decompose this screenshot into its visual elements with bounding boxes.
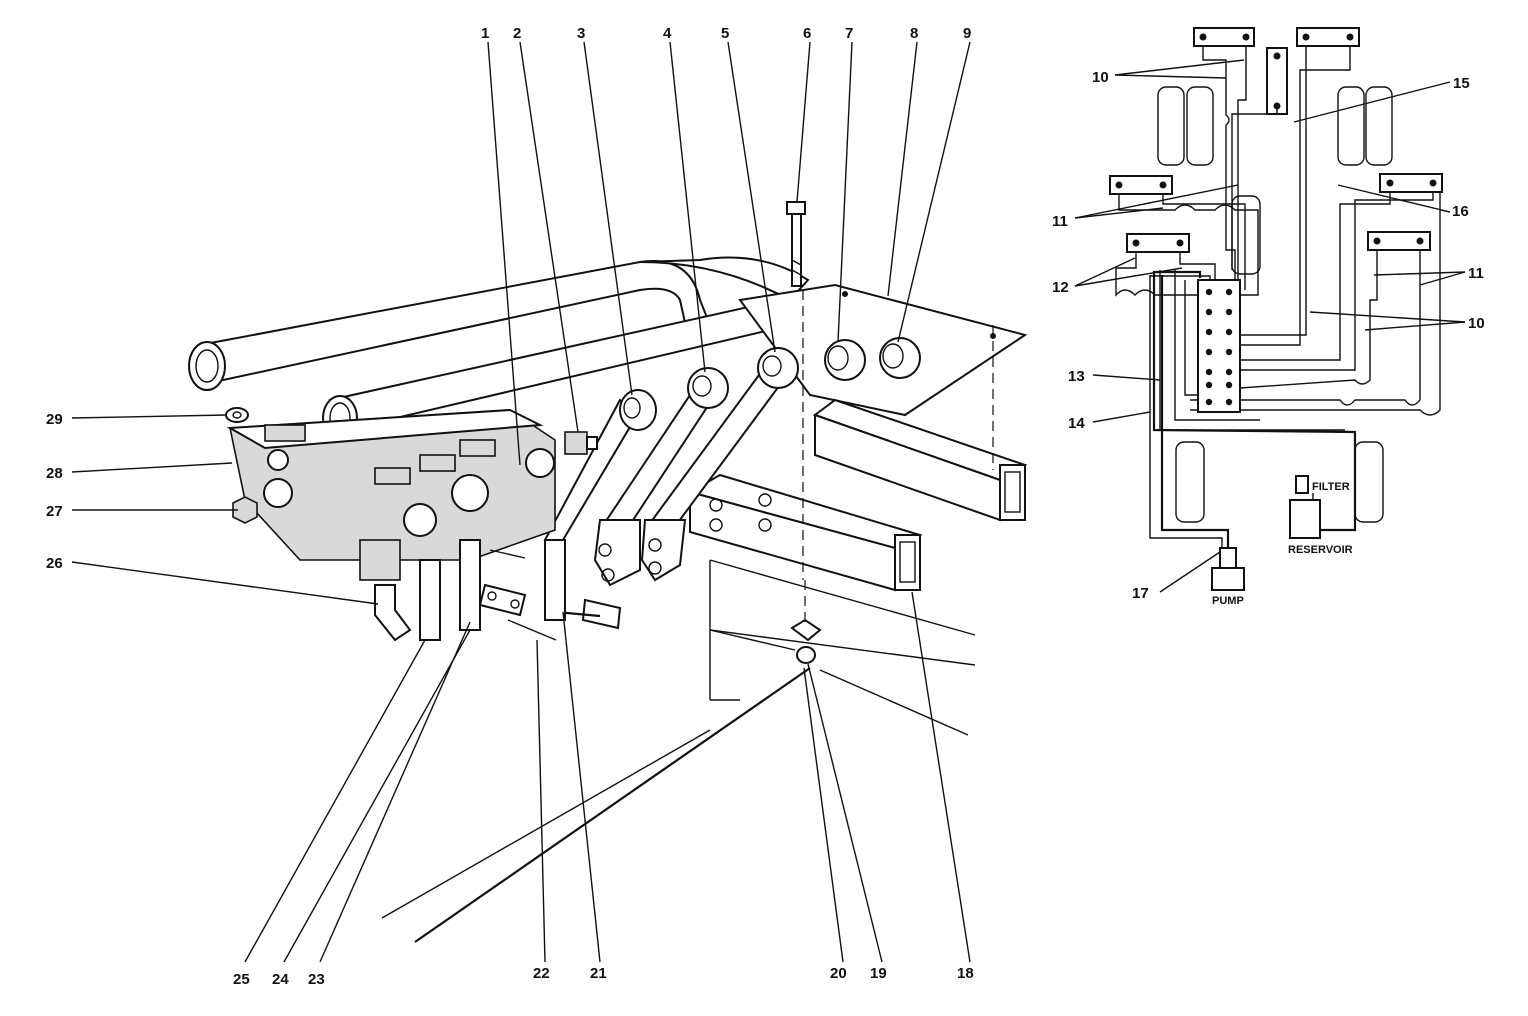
callout-27: 27 [46,503,63,520]
links-and-pins [419,539,622,641]
callout-23: 23 [308,971,325,988]
bearing-blocks [824,337,921,381]
callout-11-left: 11 [1052,213,1068,230]
callout-8: 8 [910,25,918,42]
nut-27 [232,496,258,524]
square-tube-upper [812,398,1028,522]
pump: PUMP [1211,547,1245,607]
callout-3: 3 [577,25,585,42]
frame-rails [381,559,976,943]
callout-1: 1 [481,25,489,42]
manifold-block [1197,279,1241,413]
elbow-26 [374,584,412,642]
callout-10-right: 10 [1468,315,1485,332]
control-valve [226,408,556,581]
callout-17: 17 [1132,585,1149,602]
hose-lines [1115,46,1441,431]
callout-7: 7 [845,25,853,42]
callout-29: 29 [46,411,63,428]
callout-11-right: 11 [1468,265,1484,282]
callout-19: 19 [870,965,887,982]
alignment-lines [802,290,994,625]
callout-24: 24 [272,971,289,988]
callouts-schematic: 10 15 11 16 12 11 10 13 14 17 [1052,69,1485,602]
fitting-2 [564,431,598,455]
leader-lines-schematic [1074,59,1466,593]
bolt [786,201,806,287]
square-tube-lower [687,473,923,592]
callout-15: 15 [1453,75,1470,92]
callouts-exploded: 1 2 3 4 5 6 7 8 9 18 19 20 21 22 23 24 2… [46,25,974,988]
supply-return-lines [1149,270,1357,548]
hydraulic-schematic: FILTER RESERVOIR PUMP [1052,27,1485,607]
washer-nut-19-20 [790,618,822,664]
filter-label: FILTER [1312,481,1350,493]
leader-lines-exploded [71,41,971,963]
cylinder-brackets [1109,27,1443,253]
reservoir: RESERVOIR [1288,499,1353,556]
callout-16: 16 [1452,203,1469,220]
callout-22: 22 [533,965,550,982]
callout-26: 26 [46,555,63,572]
callout-6: 6 [803,25,811,42]
callout-9: 9 [963,25,971,42]
callout-12: 12 [1052,279,1069,296]
callout-4: 4 [663,25,672,42]
callout-18: 18 [957,965,974,982]
exploded-view: 1 2 3 4 5 6 7 8 9 18 19 20 21 22 23 24 2… [46,25,1028,988]
reservoir-label: RESERVOIR [1288,544,1353,556]
callout-14: 14 [1068,415,1085,432]
callout-21: 21 [590,965,607,982]
callout-28: 28 [46,465,63,482]
filter: FILTER [1295,475,1350,494]
callout-10-top: 10 [1092,69,1109,86]
pump-label: PUMP [1212,595,1244,607]
lever-arms [543,347,799,587]
handle-tube-rear [188,256,810,391]
washer-29 [225,407,249,423]
cylinder-outlines [1157,86,1393,523]
callout-20: 20 [830,965,847,982]
callout-13: 13 [1068,368,1085,385]
callout-25: 25 [233,971,250,988]
callout-5: 5 [721,25,729,42]
callout-2: 2 [513,25,521,42]
